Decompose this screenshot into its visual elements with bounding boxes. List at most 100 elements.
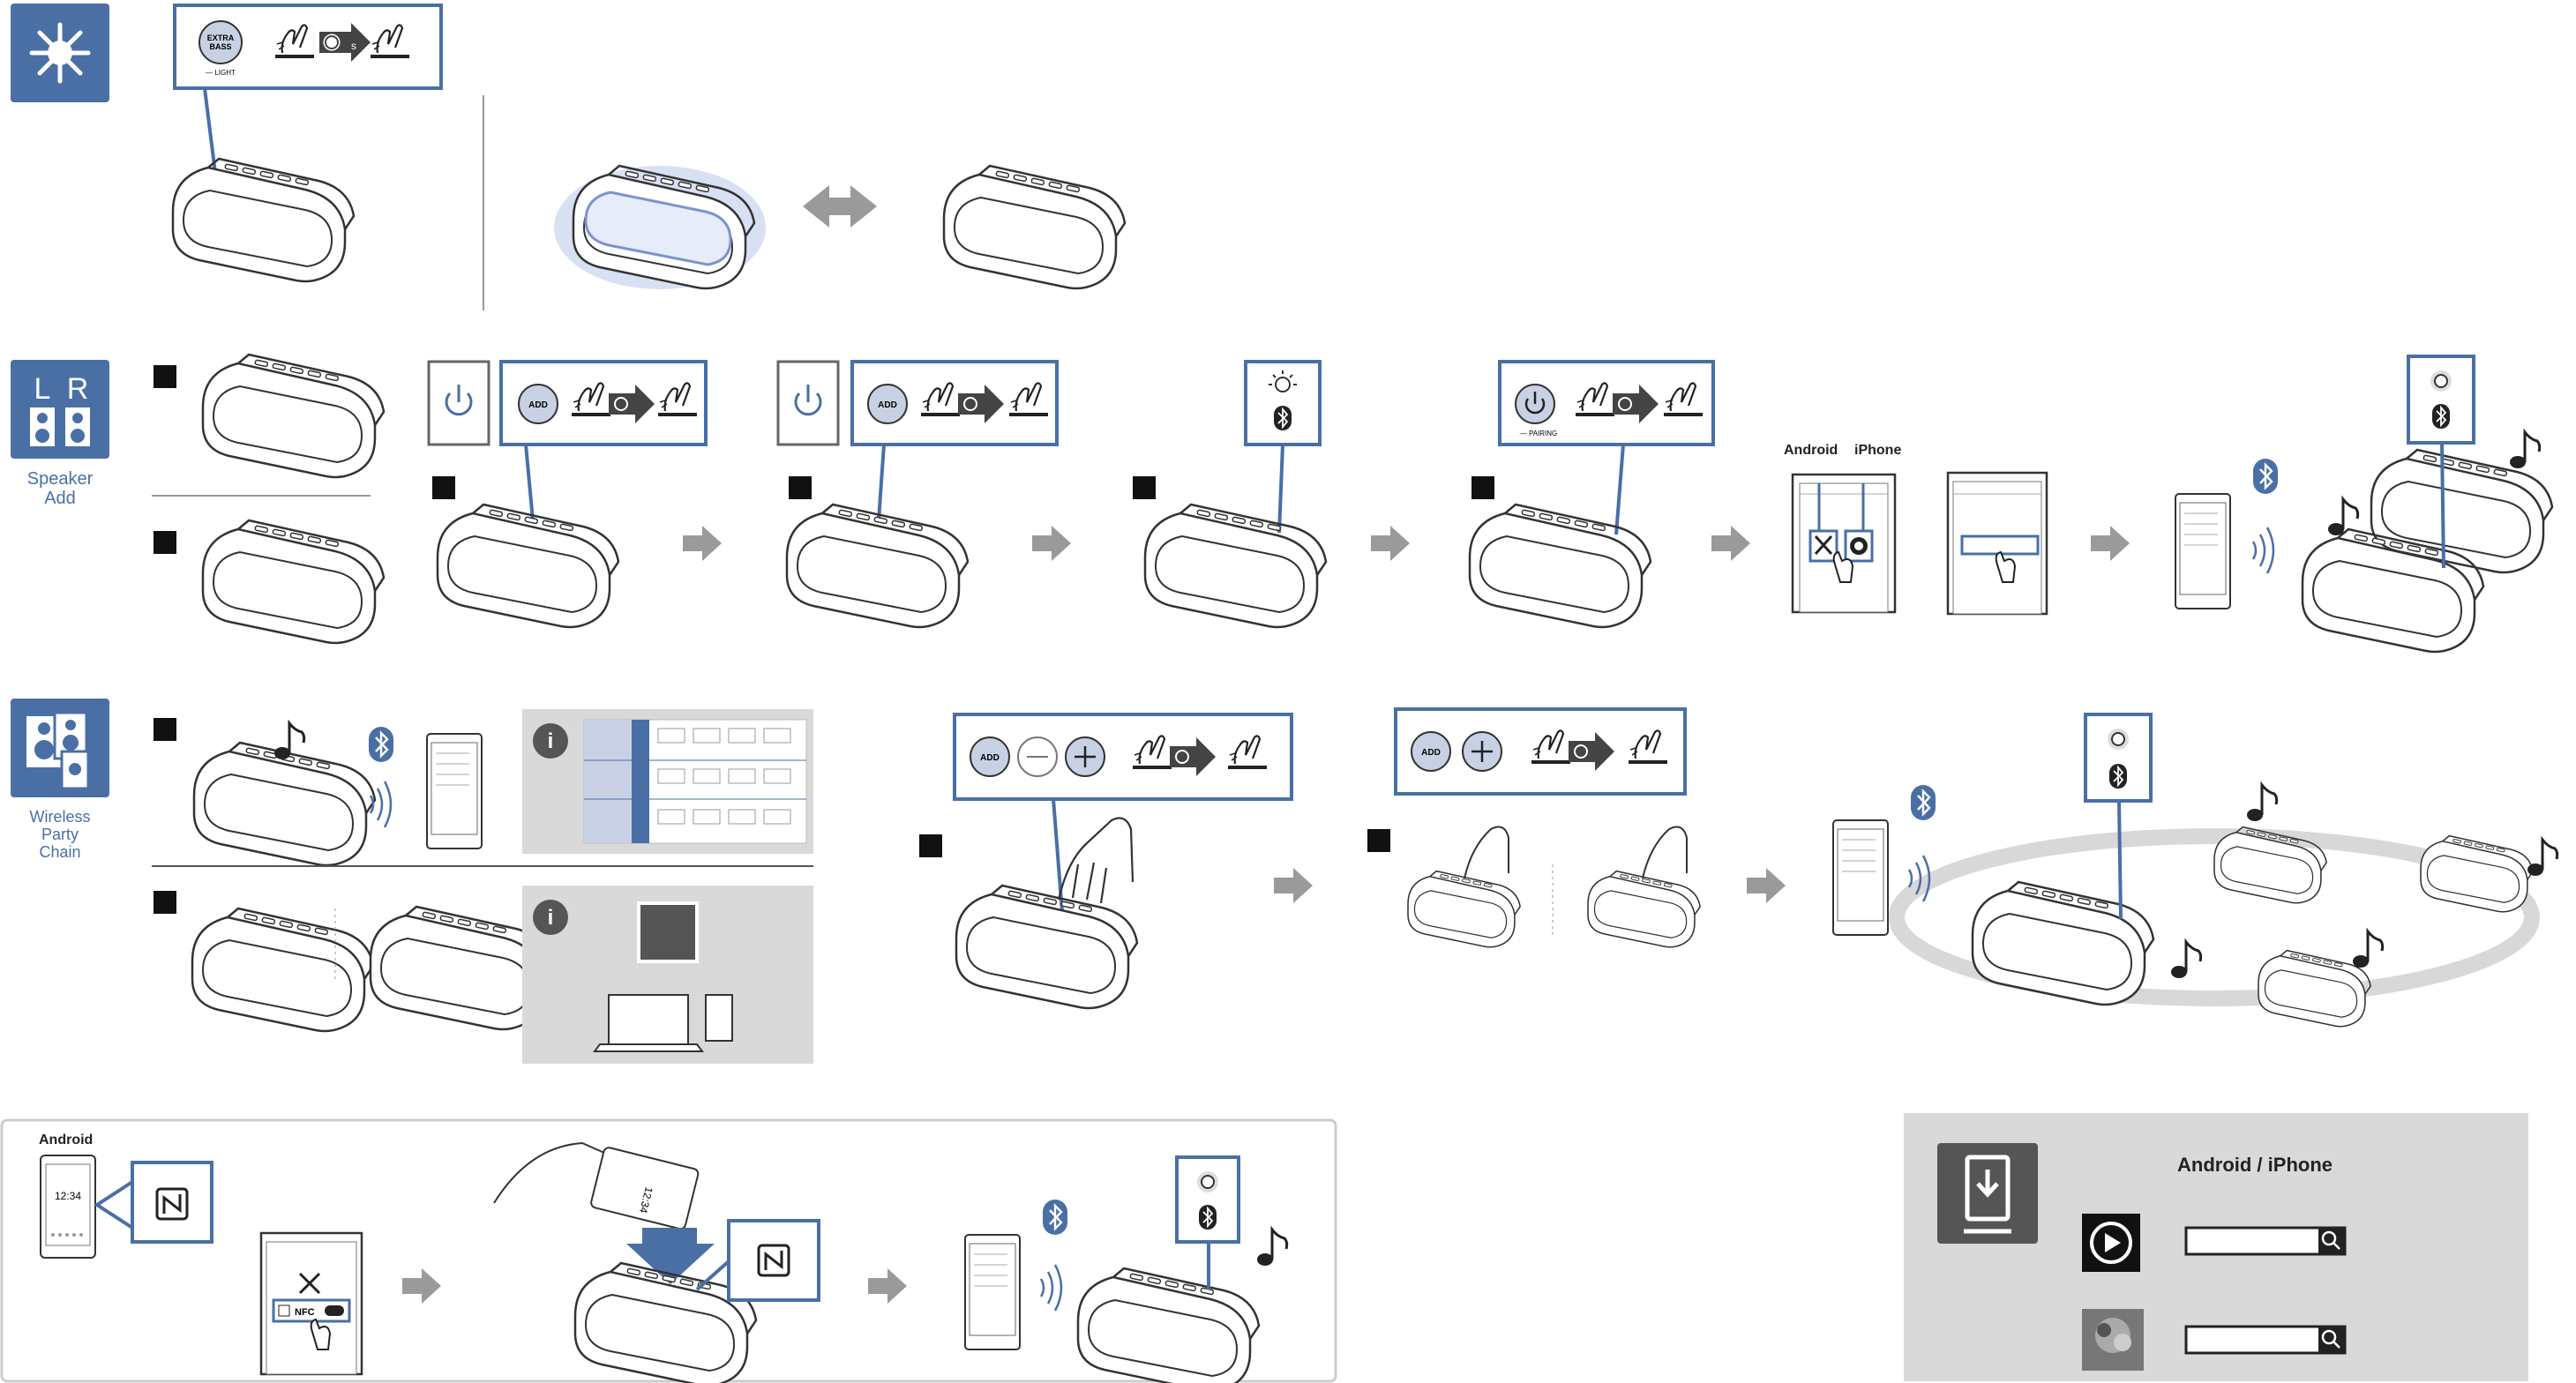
svg-text:ADD: ADD — [980, 753, 1000, 763]
extra-bass-text: EXTRA — [207, 34, 235, 42]
nfc-callout — [94, 1161, 213, 1244]
music-note-icon — [2526, 838, 2559, 878]
speaker-light-off — [942, 164, 1127, 290]
speaker — [1143, 503, 1328, 629]
step-marker — [789, 476, 812, 499]
svg-text:i: i — [548, 906, 554, 930]
bluetooth-light-callout — [1175, 1155, 1240, 1290]
svg-text:BASS: BASS — [209, 42, 231, 51]
light-section-icon — [11, 4, 109, 102]
pairing-callout: — PAIRING — [1498, 360, 1715, 535]
hand-press — [1057, 817, 1134, 904]
add-callout: ADD — [850, 360, 1059, 521]
add-volume-callout: ADD — [953, 713, 1293, 913]
step-marker — [154, 891, 176, 914]
music-note-icon — [2169, 940, 2203, 980]
party-chain-ring — [1889, 828, 2540, 1006]
bluetooth-icon — [1041, 1198, 1069, 1237]
phone-settings — [1946, 471, 2048, 616]
speaker — [1468, 503, 1652, 629]
info-panel-app: i — [522, 886, 813, 1064]
svg-text:— PAIRING: — PAIRING — [1520, 430, 1558, 437]
next-arrow — [1711, 526, 1750, 561]
step-marker — [154, 718, 176, 741]
speaker — [1587, 870, 1701, 948]
speaker — [191, 907, 375, 1033]
step-marker — [1471, 476, 1494, 499]
speaker — [955, 884, 1139, 1010]
music-note-icon — [273, 721, 306, 761]
nfc-android-label: Android — [39, 1133, 94, 1148]
svg-text:ADD: ADD — [528, 400, 548, 410]
android-phone-nfc: 12:34 — [40, 1155, 96, 1259]
search-field-music-center[interactable] — [2184, 1226, 2347, 1256]
android-label: Android — [1784, 443, 1838, 458]
power-button-box — [427, 360, 490, 446]
nfc-toggle-label: NFC — [295, 1307, 315, 1318]
music-note-icon — [2245, 783, 2279, 823]
bluetooth-light-callout — [2407, 355, 2475, 569]
search-field-fiestable[interactable] — [2184, 1325, 2347, 1355]
next-arrow — [1747, 868, 1786, 903]
svg-text:ADD: ADD — [1421, 748, 1441, 758]
wireless-party-chain-label: Wireless Party Chain — [29, 808, 91, 861]
music-note-icon — [2508, 430, 2542, 470]
step-marker — [1367, 829, 1390, 852]
phone — [1832, 819, 1889, 936]
add-plus-callout: ADD — [1394, 707, 1687, 796]
phone-touch-speaker: 12:34 — [493, 1141, 758, 1383]
bluetooth-waves — [369, 780, 393, 829]
music-center-app-icon — [2082, 1214, 2140, 1272]
speaker-light-on — [554, 164, 766, 290]
extra-bass-callout: EXTRA BASS — LIGHT s — [173, 4, 443, 174]
bluetooth-light-callout — [2084, 713, 2153, 920]
toggle-arrow — [803, 185, 877, 228]
bluetooth-indicator-callout — [1244, 360, 1322, 534]
clock-text: 12:34 — [55, 1190, 81, 1202]
fiestable-app-icon — [2082, 1309, 2144, 1371]
speaker — [192, 741, 377, 867]
phone — [964, 1234, 1021, 1350]
step-marker — [919, 834, 942, 857]
bluetooth-icon — [367, 725, 395, 764]
bluetooth-icon — [1909, 783, 1937, 822]
svg-text:L: L — [34, 372, 51, 406]
bluetooth-icon — [2251, 457, 2280, 496]
power-button-box — [776, 360, 840, 446]
speaker-add-label: Speaker Add — [26, 469, 94, 508]
speaker — [1971, 880, 2155, 1006]
phone — [426, 733, 483, 849]
next-arrow — [1032, 526, 1071, 561]
speaker — [201, 519, 386, 645]
next-arrow — [1274, 868, 1313, 903]
nfc-mark-callout — [695, 1219, 820, 1302]
svg-text:ADD: ADD — [878, 400, 897, 410]
speaker — [785, 503, 970, 629]
speaker — [201, 353, 386, 479]
wireless-party-chain-section-icon — [11, 699, 109, 797]
music-note-icon — [2351, 930, 2385, 969]
phone-nfc-settings: NFC — [259, 1231, 363, 1376]
step-marker — [432, 476, 455, 499]
step-marker — [1133, 476, 1156, 499]
speaker — [1407, 870, 1521, 948]
speaker — [2420, 834, 2534, 913]
next-arrow — [1371, 526, 1410, 561]
bluetooth-waves — [2251, 526, 2275, 575]
step-marker — [154, 531, 176, 554]
svg-text:i: i — [548, 729, 554, 753]
next-arrow — [683, 526, 722, 561]
download-app-icon — [1937, 1143, 2038, 1244]
svg-text:s: s — [351, 40, 356, 52]
svg-text:R: R — [67, 372, 89, 406]
speaker — [171, 157, 356, 283]
next-arrow — [2091, 526, 2130, 561]
app-panel-title: Android / iPhone — [2177, 1154, 2333, 1176]
speaker-add-section-icon: L R — [11, 360, 109, 459]
phone-android-iphone — [1791, 473, 1897, 614]
iphone-label: iPhone — [1854, 443, 1902, 458]
step-marker — [154, 365, 176, 388]
add-callout: ADD — [499, 360, 708, 521]
svg-text:— LIGHT: — LIGHT — [206, 69, 236, 77]
info-panel-manual: i — [522, 709, 813, 854]
